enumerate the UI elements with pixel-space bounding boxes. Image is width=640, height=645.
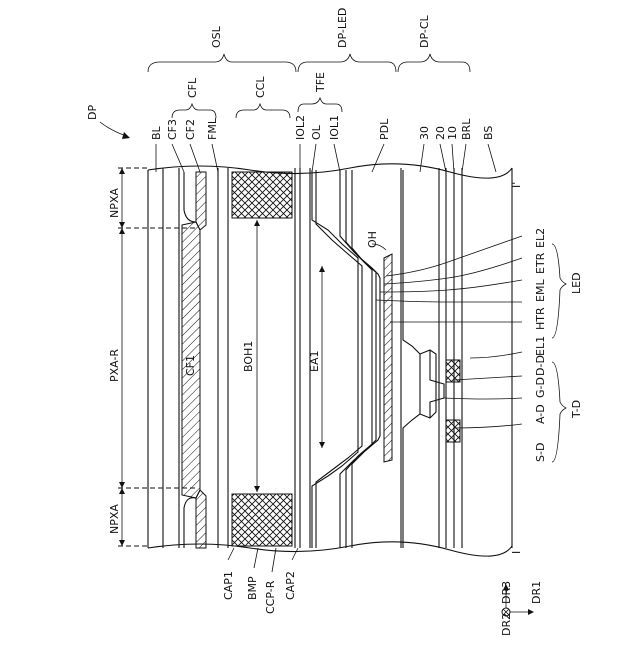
dp-label: DP — [86, 105, 99, 120]
led-label: LED — [570, 272, 583, 294]
a-d-label: A-D — [534, 404, 547, 424]
pdl-label: PDL — [378, 118, 391, 140]
iol1-label: IOL1 — [328, 115, 341, 140]
dp-led-label: DP-LED — [336, 8, 349, 48]
ccp-r-label: CCP-R — [264, 580, 277, 614]
cf1-label: CF1 — [184, 355, 197, 376]
g-d-label: G-D — [534, 377, 547, 398]
dimension-arrows — [119, 168, 325, 546]
eml-label: EML — [534, 279, 547, 302]
brl-label: BRL — [460, 118, 473, 140]
osl-label: OSL — [210, 25, 223, 48]
td-bracket — [552, 362, 566, 462]
boh1-label: BOH1 — [242, 341, 255, 372]
el2-label: EL2 — [534, 228, 547, 248]
cap2-label: CAP2 — [284, 571, 297, 600]
dr2-label: DR2 — [500, 613, 513, 636]
pixel-electrode — [384, 254, 392, 462]
led-bracket — [552, 244, 566, 338]
section-start-label: I — [510, 551, 523, 554]
cap1-label: CAP1 — [222, 571, 235, 600]
dp-cl-label: DP-CL — [418, 14, 431, 48]
pxa-r-label: PXA-R — [108, 349, 121, 382]
led-leaders — [372, 236, 522, 428]
oh-label: OH — [366, 231, 379, 248]
npxa-top-label: NPXA — [108, 188, 121, 218]
bank-blocks — [232, 172, 292, 546]
ol-label: OL — [310, 124, 323, 140]
fml-label: FML — [206, 117, 219, 140]
dr3-label: DR3 — [500, 581, 513, 604]
iol2-label: IOL2 — [294, 115, 307, 140]
t-d-label: T-D — [570, 400, 583, 419]
el1-label: EL1 — [534, 336, 547, 356]
etr-label: ETR — [534, 252, 547, 274]
ccl-label: CCL — [254, 76, 267, 98]
layer-10-label: 10 — [446, 126, 459, 140]
s-d-label: S-D — [534, 443, 547, 462]
npxa-bottom-label: NPXA — [108, 504, 121, 534]
dr1-label: DR1 — [530, 581, 543, 604]
tfe-label: TFE — [314, 72, 327, 93]
cf2-label: CF2 — [184, 119, 197, 140]
section-end-label: I' — [510, 182, 523, 188]
layer-30-label: 30 — [418, 126, 431, 140]
ea1-label: EA1 — [308, 351, 321, 372]
bs-label: BS — [482, 126, 495, 140]
transistor — [403, 170, 460, 548]
bmp-label: BMP — [246, 576, 259, 600]
htr-label: HTR — [534, 307, 547, 330]
d-d-label: D-D — [534, 355, 547, 376]
cf3-label: CF3 — [166, 119, 179, 140]
bl-label: BL — [150, 125, 163, 140]
cfl-label: CFL — [186, 77, 199, 98]
